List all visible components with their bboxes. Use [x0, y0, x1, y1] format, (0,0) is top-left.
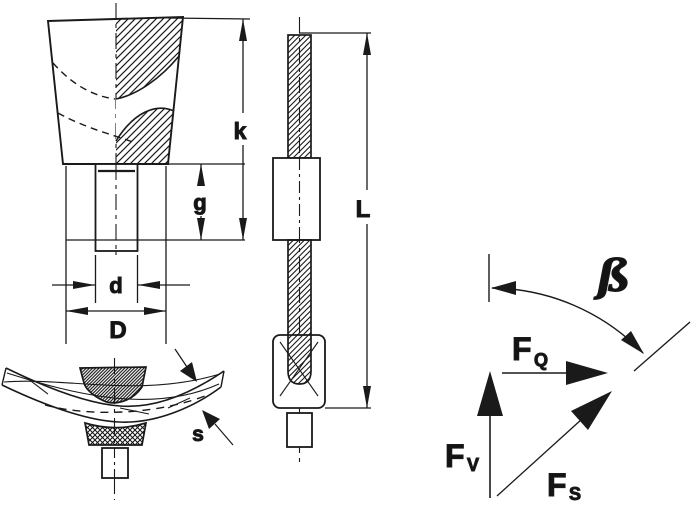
- label-force-fs: F: [547, 467, 567, 503]
- label-sheet-thickness: s: [192, 423, 204, 446]
- threaded-rod-lower: [287, 239, 312, 385]
- clamp-nut: [83, 421, 148, 446]
- label-shank-diameter: d: [109, 273, 122, 298]
- force-fs-vector: [496, 418, 583, 497]
- head-section-figure: k g d D: [46, 3, 255, 345]
- label-head-diameter: D: [109, 317, 126, 344]
- label-angle-beta: ß: [593, 251, 630, 302]
- label-force-fq-subscript: Q: [534, 350, 548, 370]
- label-screw-length: L: [356, 196, 371, 223]
- label-grip-length: g: [193, 190, 206, 215]
- screw-length-figure: L: [272, 17, 379, 467]
- inclined-reference-line: [633, 321, 691, 372]
- bottom-stud: [286, 412, 313, 448]
- label-force-fv-subscript: V: [467, 455, 479, 475]
- sheet-centerline-dashed: [44, 395, 206, 414]
- hidden-recess-line: [52, 62, 116, 100]
- clamp-head: [78, 366, 148, 404]
- label-force-fv: F: [445, 438, 465, 474]
- hidden-recess-line: [57, 112, 134, 143]
- sheet-clamp-figure: s: [1, 348, 234, 500]
- sheet-top-edge: [5, 367, 225, 408]
- label-force-fq: F: [512, 331, 532, 367]
- label-head-height: k: [234, 118, 247, 144]
- force-diagram: ß F Q F V F S: [445, 251, 691, 505]
- label-force-fs-subscript: S: [569, 484, 581, 504]
- collar: [272, 157, 321, 241]
- threaded-rod-upper: [287, 34, 312, 159]
- sheet-bottom-edge: [1, 384, 222, 423]
